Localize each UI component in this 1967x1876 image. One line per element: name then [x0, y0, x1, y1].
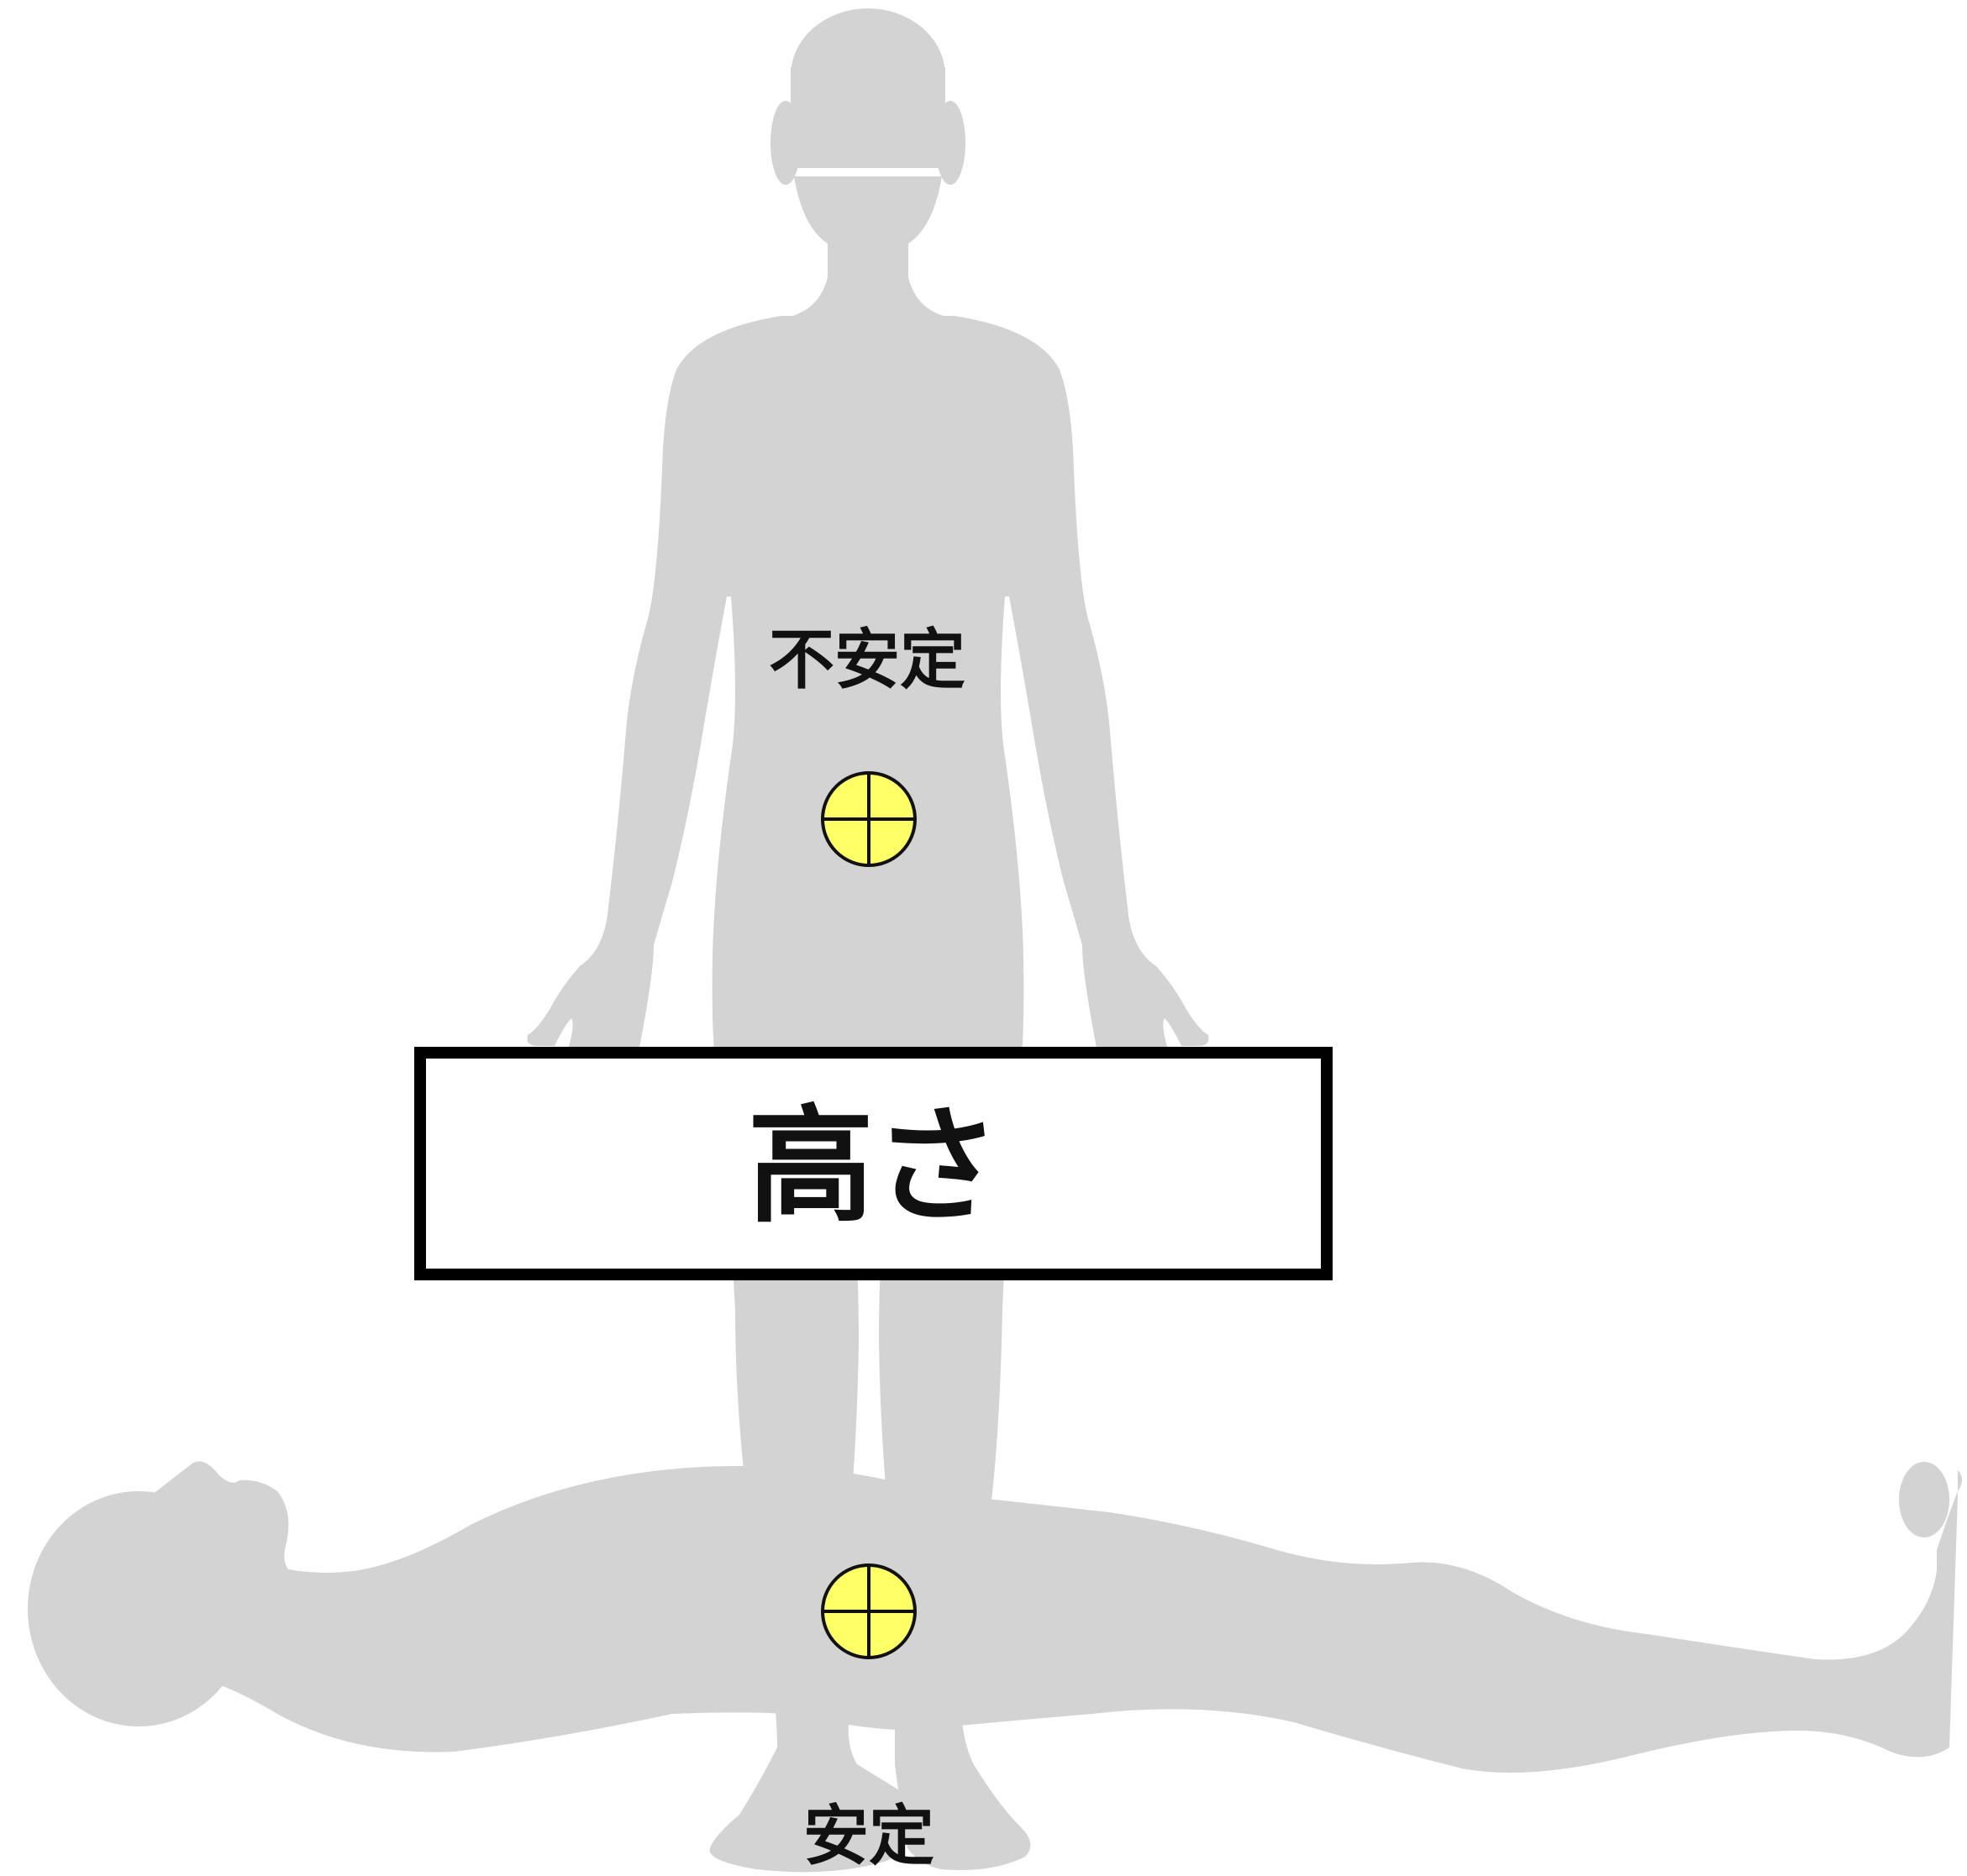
stable-label: 安定: [803, 1799, 934, 1874]
height-label: 高さ: [748, 1094, 1000, 1240]
center-of-gravity-icon: [821, 1563, 917, 1659]
unstable-label: 不安定: [769, 623, 965, 698]
height-box: 高さ: [414, 1047, 1333, 1280]
lying-figure: [28, 1461, 1962, 1773]
center-of-gravity-icon: [821, 771, 917, 867]
standing-figure: [527, 8, 1209, 1873]
